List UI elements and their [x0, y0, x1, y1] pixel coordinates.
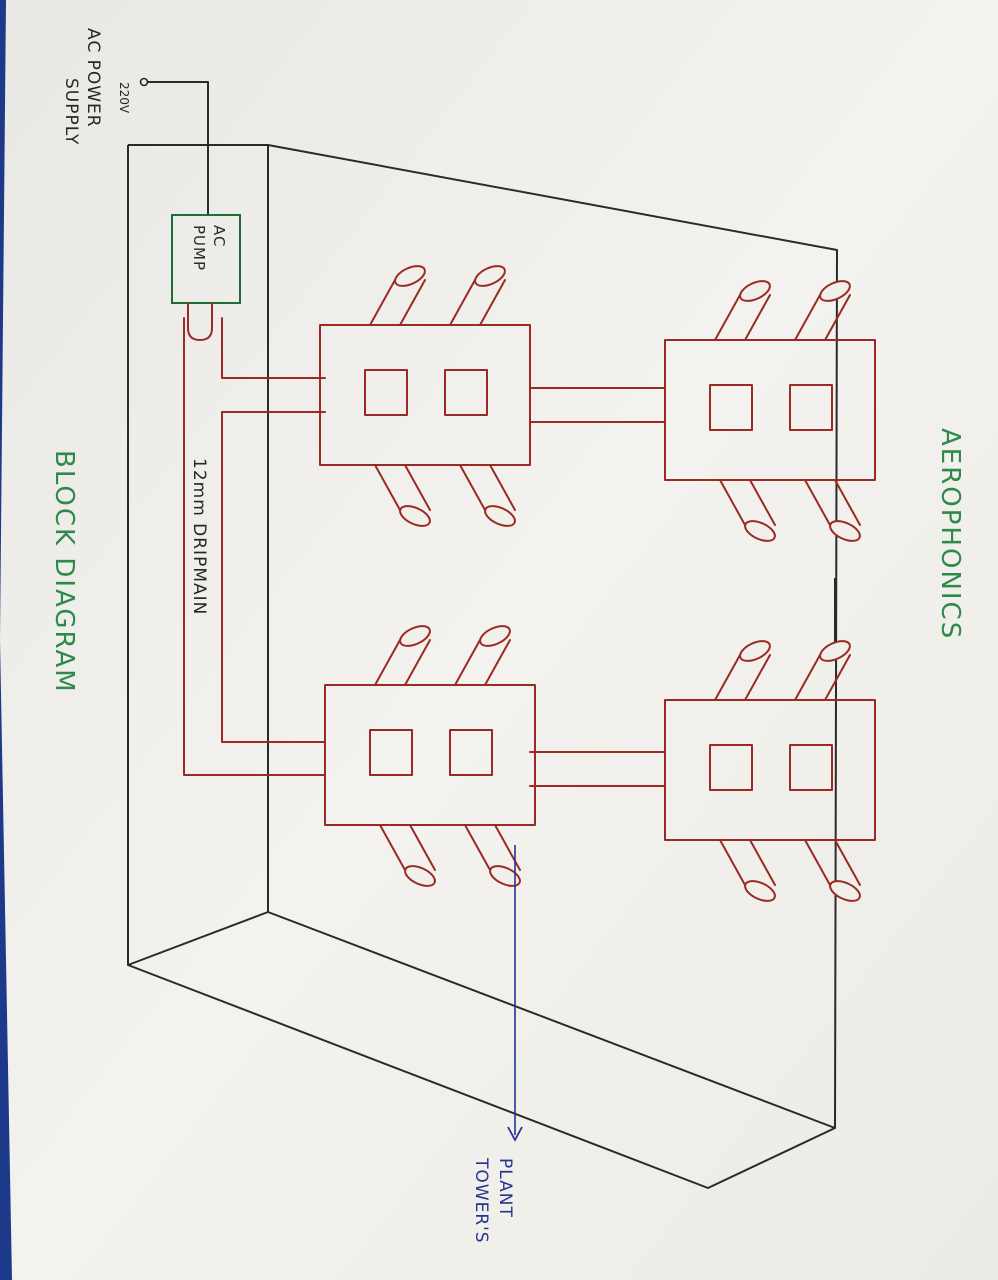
pump-label-line1: AC: [210, 225, 228, 247]
plant-towers-pointer: [507, 845, 523, 1142]
drip-main-piping: [183, 317, 326, 776]
ac-pump: AC PUMP: [171, 214, 241, 341]
reservoir-tank: [127, 144, 838, 1189]
power-supply-label-line1: AC POWER: [83, 28, 103, 128]
drip-main-label: 12mm DRIPMAIN: [189, 458, 209, 615]
pump-label-line2: PUMP: [190, 225, 208, 271]
power-wiring: [139, 77, 209, 215]
arrow-down-icon: [507, 1126, 523, 1142]
diagram-subtitle: BLOCK DIAGRAM: [49, 450, 79, 694]
plant-towers-label-line2: TOWER'S: [471, 1157, 491, 1244]
voltage-label: 220V: [117, 82, 131, 114]
plant-towers-label-line1: PLANT: [495, 1158, 515, 1218]
diagram-title: AEROPHONICS: [935, 428, 965, 640]
power-supply-label-line2: SUPPLY: [61, 78, 81, 145]
